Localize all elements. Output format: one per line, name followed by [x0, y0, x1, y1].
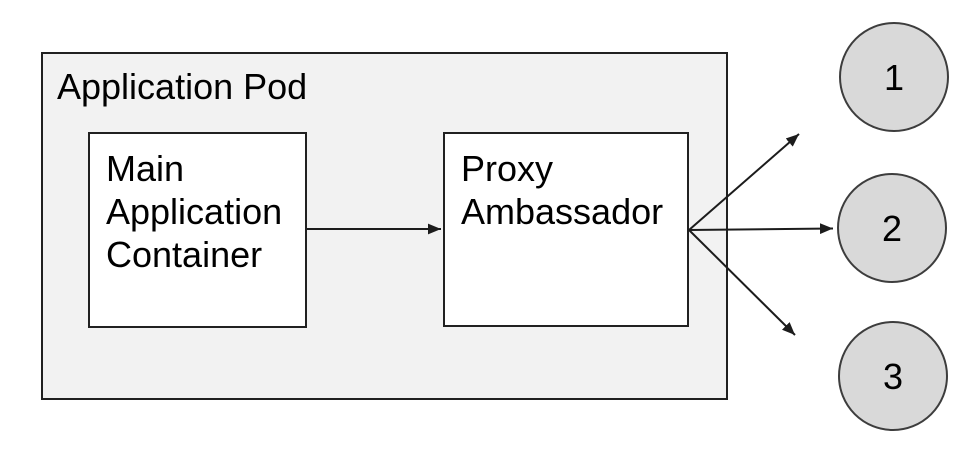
endpoint-2-label: 2 [881, 207, 903, 249]
main-application-container-label: Main Application Container [106, 148, 283, 275]
endpoint-circle-1: 1 [839, 22, 949, 132]
endpoint-circle-3: 3 [838, 321, 948, 431]
endpoint-3-label: 3 [882, 355, 904, 397]
proxy-ambassador-node: Proxy Ambassador [443, 132, 689, 327]
endpoint-circle-2: 2 [837, 173, 947, 283]
proxy-ambassador-label: Proxy Ambassador [461, 148, 664, 232]
main-application-container-node: Main Application Container [88, 132, 307, 328]
application-pod-label: Application Pod [57, 66, 308, 107]
endpoint-1-label: 1 [883, 56, 905, 98]
